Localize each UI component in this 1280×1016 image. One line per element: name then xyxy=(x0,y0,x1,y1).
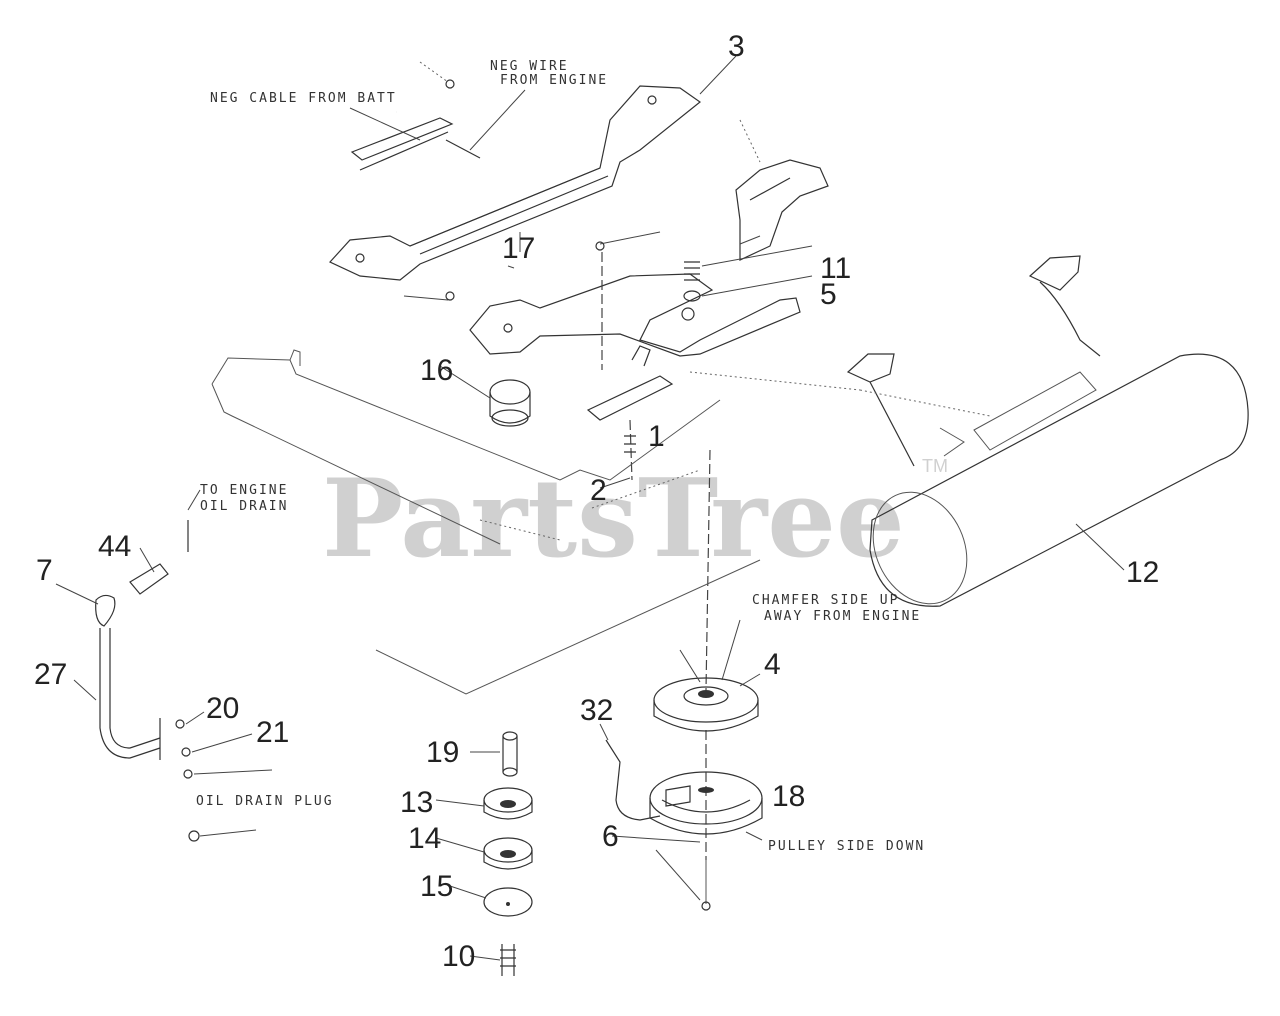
callout-21: 21 xyxy=(256,716,289,749)
note-pulley-side: PULLEY SIDE DOWN xyxy=(768,839,925,854)
callout-5: 5 xyxy=(820,278,837,311)
callout-44: 44 xyxy=(98,530,131,563)
note-drain-plug: OIL DRAIN PLUG xyxy=(196,794,334,809)
callout-4: 4 xyxy=(764,648,781,681)
note-neg-wire-line1: NEG WIRE xyxy=(490,59,569,74)
note-to-engine-line1: TO ENGINE xyxy=(200,483,288,498)
callout-3: 3 xyxy=(728,30,745,63)
center-axis xyxy=(595,231,711,911)
callout-16: 16 xyxy=(420,354,453,387)
callout-32: 32 xyxy=(580,694,613,727)
callout-13: 13 xyxy=(400,786,433,819)
callout-20: 20 xyxy=(206,692,239,725)
pulley-stack xyxy=(435,731,533,976)
link-plate xyxy=(586,345,674,481)
callout-19: 19 xyxy=(426,736,459,769)
engine-plate xyxy=(211,349,761,695)
right-bracket xyxy=(735,119,829,261)
callout-17: 17 xyxy=(502,232,535,265)
oil-drain-tube xyxy=(55,489,201,760)
note-neg-cable: NEG CABLE FROM BATT xyxy=(210,91,397,106)
watermark-tm: TM xyxy=(922,456,948,476)
callout-27: 27 xyxy=(34,658,67,691)
callout-18: 18 xyxy=(772,780,805,813)
callout-1: 1 xyxy=(648,420,665,453)
muffler xyxy=(689,255,1249,607)
note-chamfer-line1: CHAMFER SIDE UP xyxy=(752,593,899,608)
note-neg-wire-line2: FROM ENGINE xyxy=(500,73,608,88)
callout-numbers: 3 17 11 5 16 1 2 12 44 7 27 20 21 19 13 … xyxy=(34,30,1159,973)
note-labels: NEG CABLE FROM BATT NEG WIRE FROM ENGINE… xyxy=(196,59,925,854)
callout-11: 11 xyxy=(820,252,851,285)
callout-6: 6 xyxy=(602,820,619,853)
drain-hardware xyxy=(175,711,273,842)
note-chamfer-line2: AWAY FROM ENGINE xyxy=(764,609,921,624)
callout-2: 2 xyxy=(590,474,607,507)
callout-7: 7 xyxy=(36,554,53,587)
callout-15: 15 xyxy=(420,870,453,903)
neg-cable xyxy=(349,61,526,171)
callout-12: 12 xyxy=(1126,556,1159,589)
rubber-mount xyxy=(439,365,531,427)
watermark-brand: PartsTree xyxy=(322,456,905,582)
callout-10: 10 xyxy=(442,940,475,973)
guide-lines xyxy=(403,232,631,489)
lower-bracket xyxy=(469,273,801,357)
note-to-engine-line2: OIL DRAIN xyxy=(200,499,288,514)
upper-bracket xyxy=(329,55,737,281)
drive-pulleys xyxy=(599,619,763,901)
callout-14: 14 xyxy=(408,822,441,855)
spring-assembly xyxy=(683,235,813,302)
parts-tree-watermark: PartsTree TM xyxy=(322,456,948,582)
